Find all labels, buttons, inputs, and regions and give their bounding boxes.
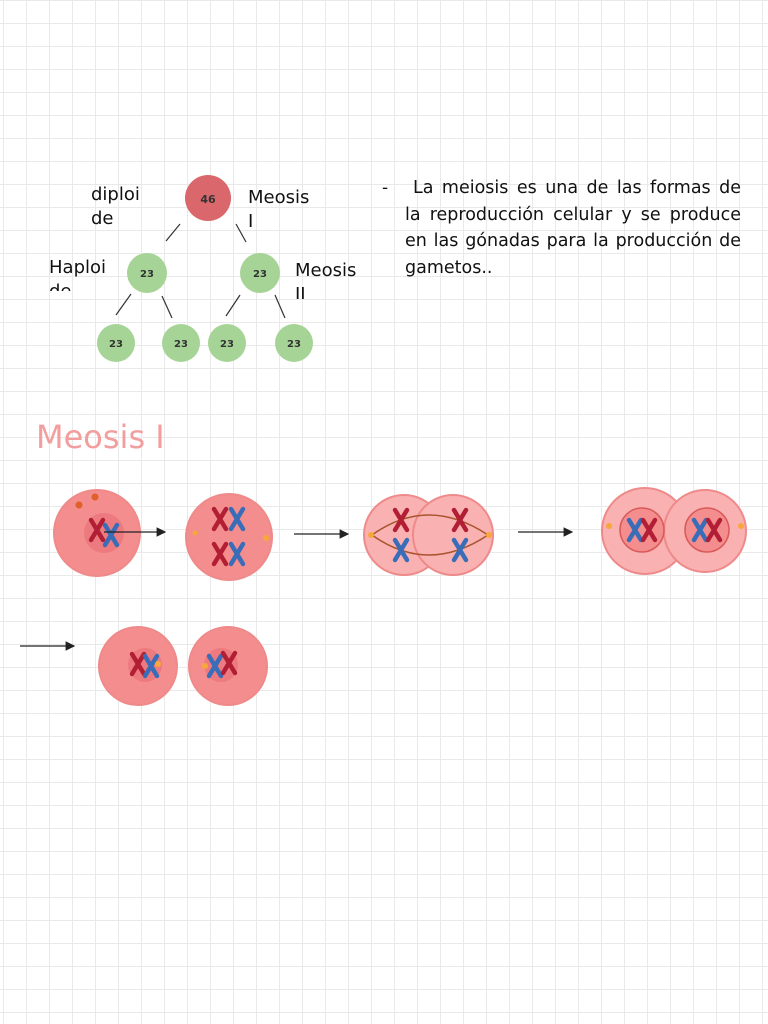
node-l2-2: 23 xyxy=(162,324,200,362)
meiosis-tree-diagram: 46 23 23 23 23 23 23 xyxy=(97,175,313,362)
cell-stage-2 xyxy=(185,493,273,581)
cell-icon xyxy=(412,494,494,576)
connector-root-right xyxy=(235,223,247,243)
node-value: 23 xyxy=(253,269,267,280)
node-l1-left: 23 xyxy=(127,253,167,293)
cell-stage-5b xyxy=(188,626,268,706)
node-circle xyxy=(208,324,246,362)
tree-connectors xyxy=(115,223,286,319)
cell-stage-5a xyxy=(98,626,178,706)
cell-stage-3 xyxy=(363,494,494,576)
centrosome xyxy=(155,661,161,667)
centrosome xyxy=(75,501,83,509)
node-l2-4: 23 xyxy=(275,324,313,362)
nucleus xyxy=(619,507,665,553)
node-root: 46 xyxy=(185,175,231,221)
section-title: Meosis I xyxy=(36,418,165,456)
connector-right-b xyxy=(274,294,286,319)
centrosome xyxy=(486,532,492,538)
node-value: 23 xyxy=(220,339,234,350)
connector-left-b xyxy=(161,295,173,319)
centrosome xyxy=(91,493,99,501)
node-circle xyxy=(240,253,280,293)
node-circle xyxy=(162,324,200,362)
node-value: 23 xyxy=(109,339,123,350)
node-circle xyxy=(275,324,313,362)
node-circle xyxy=(97,324,135,362)
meiosis-stages xyxy=(20,487,747,706)
label-meiosis-1: Meosis I xyxy=(248,187,310,231)
node-l2-1: 23 xyxy=(97,324,135,362)
node-value: 23 xyxy=(140,269,154,280)
centrosome xyxy=(368,532,374,538)
label-haploid: Haploi de xyxy=(49,257,107,291)
connector-left-a xyxy=(115,293,132,316)
label-meiosis-2: Meosis II xyxy=(295,260,357,299)
node-l1-right: 23 xyxy=(240,253,280,293)
cell-stage-4 xyxy=(601,487,747,575)
node-root-value: 46 xyxy=(200,193,216,206)
centrosome xyxy=(263,535,269,541)
connector-root-left xyxy=(165,223,181,242)
node-value: 23 xyxy=(174,339,188,350)
node-circle xyxy=(127,253,167,293)
description-text: La meiosis es una de las formas de la re… xyxy=(405,178,741,278)
label-diploid: diploi de xyxy=(91,184,140,228)
centrosome xyxy=(738,523,744,529)
centrosome xyxy=(192,530,198,536)
node-l2-3: 23 xyxy=(208,324,246,362)
connector-right-a xyxy=(225,294,241,317)
node-root-circle xyxy=(185,175,231,221)
cell-icon xyxy=(185,493,273,581)
cell-stage-1 xyxy=(53,489,167,577)
bullet-dash: - xyxy=(382,178,389,198)
centrosome xyxy=(606,523,612,529)
node-value: 23 xyxy=(287,339,301,350)
nucleus xyxy=(684,507,730,553)
centrosome xyxy=(202,663,208,669)
